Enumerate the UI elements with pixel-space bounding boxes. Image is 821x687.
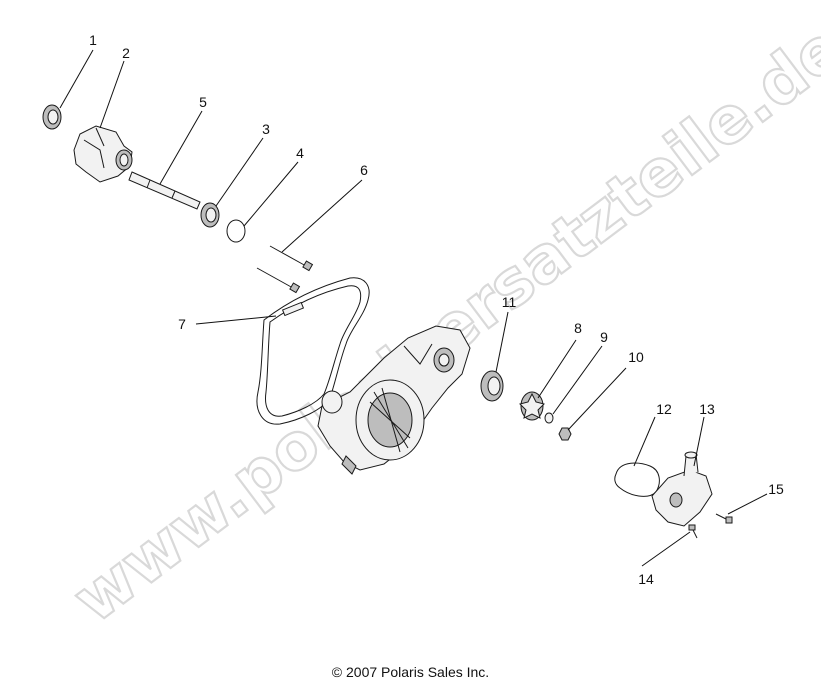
watermark-text: www.polarisersatzteile.de: [60, 11, 821, 638]
part-2-pump-housing: [73, 125, 133, 183]
part-8-impeller: [519, 391, 545, 421]
part-6-bolts: [256, 245, 314, 294]
crankcase-cover: [317, 325, 471, 475]
callout-9: 9: [600, 329, 608, 345]
callout-3: 3: [262, 121, 270, 137]
callout-5: 5: [199, 94, 207, 110]
part-10-nut: [558, 427, 572, 441]
leader-lines: [59, 49, 768, 567]
part-9-washer: [544, 412, 554, 424]
callout-11: 11: [502, 294, 517, 310]
part-11-seal: [480, 370, 504, 402]
part-14-bolt: [688, 524, 698, 539]
part-13-pump-cover: [651, 451, 713, 527]
part-3-bearing: [200, 202, 220, 228]
callout-15: 15: [768, 481, 784, 497]
part-15-bolt: [715, 513, 733, 524]
part-7-gasket: [256, 277, 370, 425]
copyright-notice: © 2007 Polaris Sales Inc.: [331, 664, 490, 680]
callout-14: 14: [638, 571, 654, 587]
callout-2: 2: [122, 45, 130, 61]
part-4-snap-ring: [226, 219, 246, 243]
callout-13: 13: [699, 401, 715, 417]
part-1-seal: [42, 104, 62, 130]
callout-numbers: 1 2 3 4 5 6 7 8 9 10 11 12 13 14 15: [89, 32, 784, 587]
callout-6: 6: [360, 162, 368, 178]
callout-12: 12: [656, 401, 672, 417]
part-5-shaft: [128, 171, 201, 210]
callout-7: 7: [178, 316, 186, 332]
callout-10: 10: [628, 349, 644, 365]
part-12-o-ring: [614, 462, 660, 497]
callout-1: 1: [89, 32, 97, 48]
callout-8: 8: [574, 320, 582, 336]
callout-4: 4: [296, 145, 304, 161]
